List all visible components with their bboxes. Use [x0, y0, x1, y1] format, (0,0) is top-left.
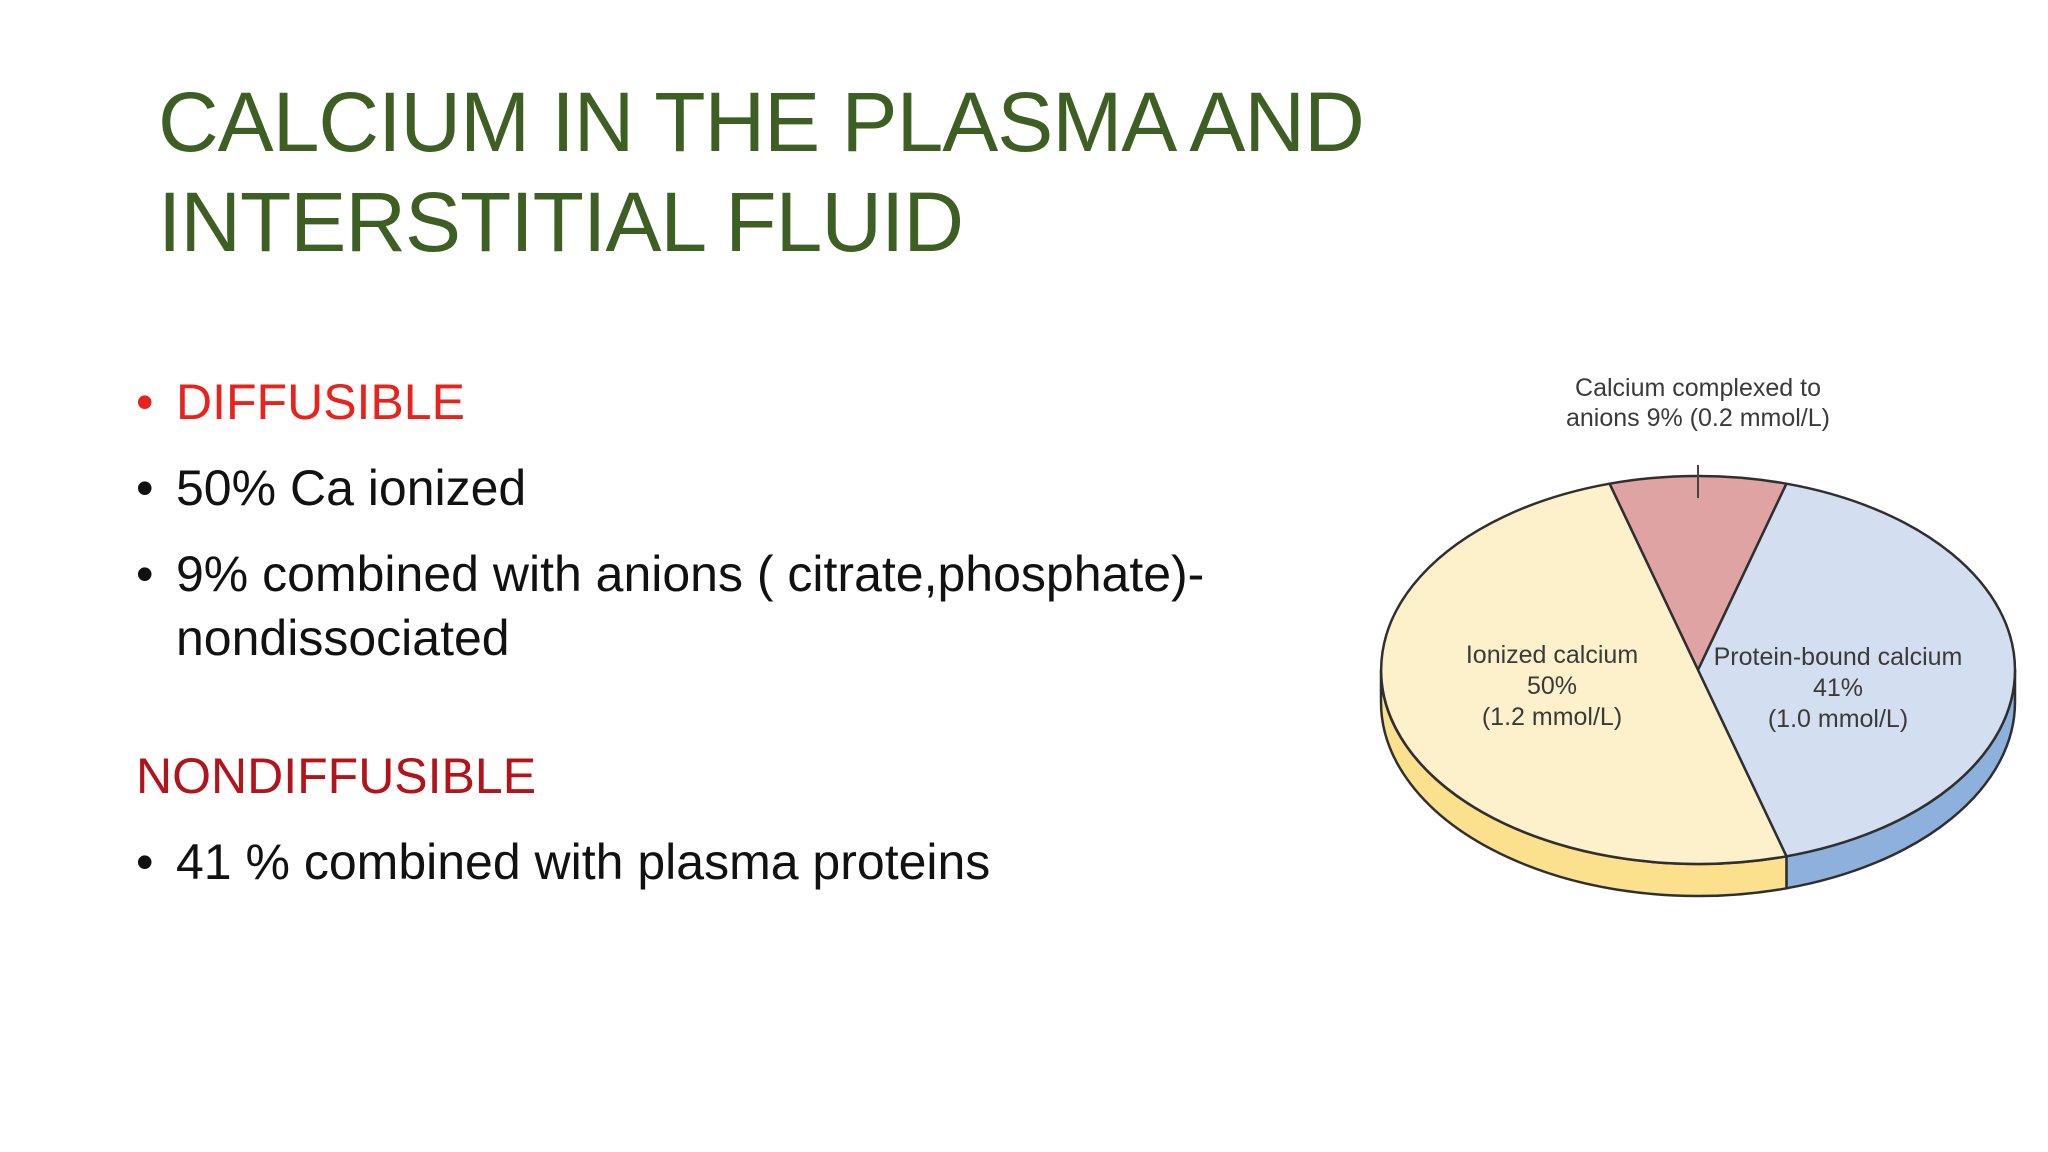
bullet-glyph: •	[136, 374, 154, 430]
list-item: • 50% Ca ionized	[136, 456, 1366, 520]
diffusible-heading-item: • DIFFUSIBLE	[136, 370, 1366, 434]
bullet-glyph: •	[136, 460, 154, 516]
bullet-glyph: •	[136, 546, 154, 602]
pie-slice	[1379, 482, 1788, 866]
nondiffusible-heading: NONDIFFUSIBLE	[136, 748, 537, 804]
list-item-text: 50% Ca ionized	[176, 460, 527, 516]
list-item-text: 41 % combined with plasma proteins	[176, 834, 991, 890]
data-label: Protein-bound calcium 41% (1.0 mmol/L)	[1714, 643, 1963, 733]
diffusible-heading: DIFFUSIBLE	[176, 374, 465, 430]
pie-slice	[1696, 482, 2017, 858]
data-label-line: 50%	[1527, 672, 1577, 700]
list-item: • 9% combined with anions ( citrate,phos…	[136, 542, 1366, 670]
data-label-line: anions 9% (0.2 mmol/L)	[1566, 404, 1830, 432]
data-label-line: Ionized calcium	[1466, 641, 1638, 669]
slide-title: CALCIUM IN THE PLASMA AND INTERSTITIAL F…	[158, 75, 1365, 269]
list-item-text: 9% combined with anions ( citrate,phosph…	[176, 546, 1205, 666]
section-gap	[136, 692, 1366, 744]
data-label-line: Protein-bound calcium	[1714, 643, 1963, 671]
slide-body: • DIFFUSIBLE • 50% Ca ionized • 9% combi…	[136, 370, 1366, 916]
bullet-glyph: •	[136, 834, 154, 890]
data-label-line: (1.0 mmol/L)	[1768, 705, 1908, 733]
list-item: • 41 % combined with plasma proteins	[136, 830, 1366, 894]
data-label-line: Calcium complexed to	[1575, 374, 1821, 402]
data-label-line: 41%	[1813, 674, 1863, 702]
data-label: Ionized calcium 50% (1.2 mmol/L)	[1466, 641, 1638, 731]
data-label-line: (1.2 mmol/L)	[1482, 703, 1622, 731]
